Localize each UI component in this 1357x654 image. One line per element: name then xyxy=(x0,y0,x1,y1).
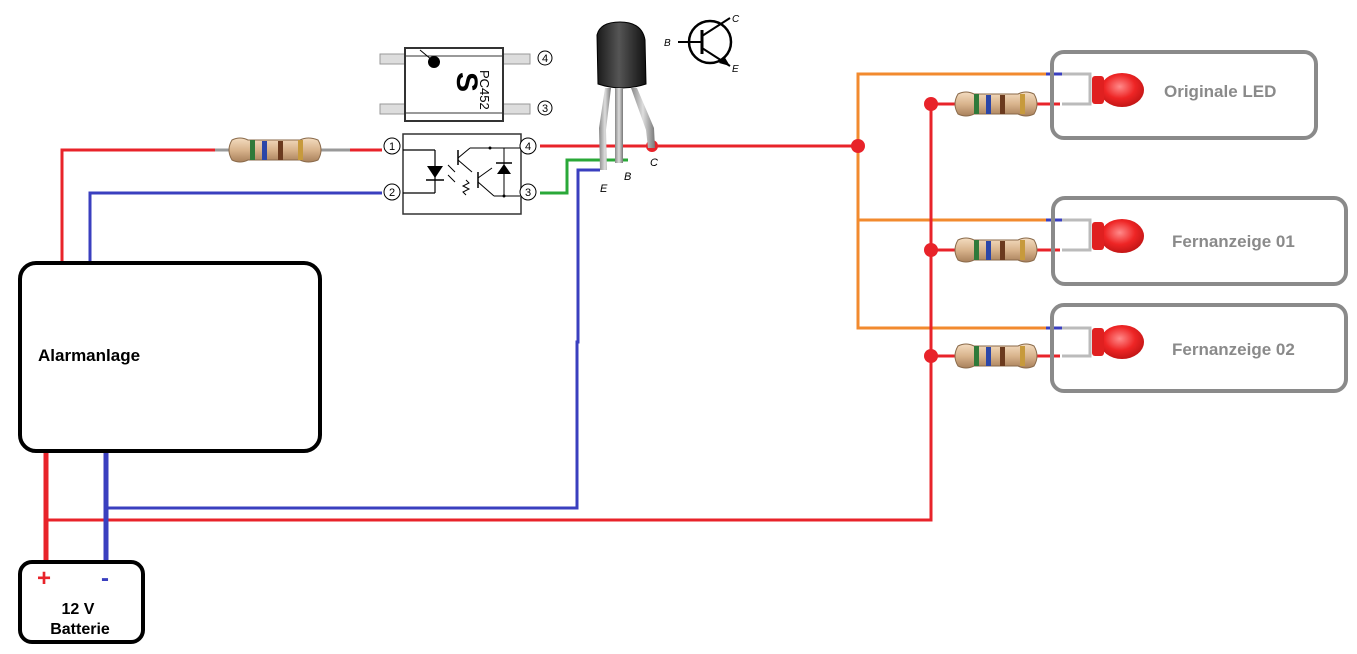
wire-pin3-to-base xyxy=(540,158,628,195)
resistor-led-2 xyxy=(954,237,1038,263)
led-box-fernanzeige-01: Fernanzeige 01 xyxy=(1051,196,1348,286)
symbol-label-c: C xyxy=(732,14,740,25)
battery-minus-sign: - xyxy=(101,565,109,592)
resistor-input xyxy=(215,137,350,163)
wire-alarm-to-resistor xyxy=(60,148,220,262)
led-box-original: Originale LED xyxy=(1050,50,1318,140)
pkg-pin-3: 3 xyxy=(542,103,548,115)
wire-alarm-to-pin2 xyxy=(88,191,382,262)
alarm-box xyxy=(18,261,322,453)
leg-label-e: E xyxy=(600,183,608,195)
transistor-symbol: B C E xyxy=(664,14,740,75)
wire-orange-led3 xyxy=(856,220,1046,330)
transistor: E B C xyxy=(596,21,658,195)
wire-orange-led1 xyxy=(856,72,1046,146)
battery-plus-sign: + xyxy=(37,565,51,592)
battery-name: Batterie xyxy=(50,621,110,638)
opto-logo: S xyxy=(450,72,483,92)
opto-part-number: PC452 xyxy=(477,70,492,110)
symbol-label-b: B xyxy=(664,38,671,49)
wire-led-supply-bus xyxy=(46,104,933,522)
wire-emitter-to-ground xyxy=(106,168,600,510)
opto-pin-1: 1 xyxy=(389,141,395,153)
led-box-fernanzeige-02: Fernanzeige 02 xyxy=(1050,303,1348,393)
junction-dots xyxy=(646,97,938,363)
alarm-label: Alarmanlage xyxy=(38,346,140,365)
resistor-led-1 xyxy=(954,91,1038,117)
symbol-label-e: E xyxy=(732,64,739,75)
wire-orange-led2 xyxy=(856,146,1046,222)
led-label-original: Originale LED xyxy=(1164,82,1276,101)
opto-pin-2: 2 xyxy=(389,187,395,199)
battery-voltage: 12 V xyxy=(62,601,95,618)
leg-label-c: C xyxy=(650,157,658,169)
resistor-led-3 xyxy=(954,343,1038,369)
optocoupler-schematic: 1 2 4 3 xyxy=(383,133,537,215)
led-label-fernanzeige-01: Fernanzeige 01 xyxy=(1172,232,1295,251)
optocoupler-package: S PC452 4 3 xyxy=(379,47,553,122)
leg-label-b: B xyxy=(624,171,631,183)
battery-box xyxy=(18,560,145,644)
led-label-fernanzeige-02: Fernanzeige 02 xyxy=(1172,340,1295,359)
opto-pin-3: 3 xyxy=(525,187,531,199)
opto-pin-4: 4 xyxy=(525,141,531,153)
pkg-pin-4: 4 xyxy=(542,53,548,65)
